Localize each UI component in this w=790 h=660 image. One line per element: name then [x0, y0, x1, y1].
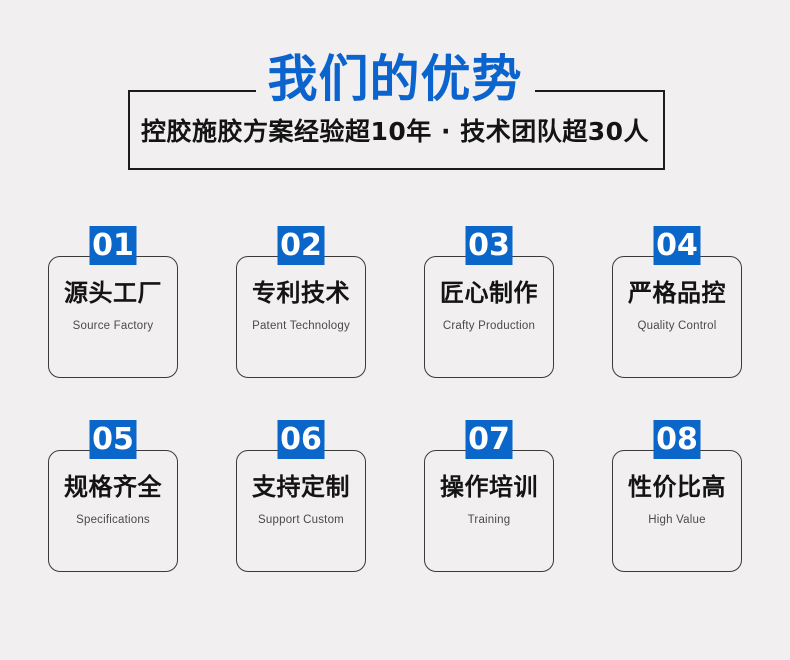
- advantage-card-02[interactable]: 02 专利技术 Patent Technology: [236, 226, 366, 386]
- card-outline: [236, 450, 366, 572]
- card-outline: [48, 256, 178, 378]
- card-title-cn: 规格齐全: [64, 472, 162, 501]
- advantage-card-05[interactable]: 05 规格齐全 Specifications: [48, 420, 178, 580]
- card-outline: [48, 450, 178, 572]
- advantages-row-2: 05 规格齐全 Specifications 06 支持定制 Support C…: [48, 420, 742, 580]
- card-number-badge: 07: [465, 420, 513, 459]
- advantage-card-06[interactable]: 06 支持定制 Support Custom: [236, 420, 366, 580]
- advantages-grid: 01 源头工厂 Source Factory 02 专利技术 Patent Te…: [0, 200, 790, 660]
- card-title-cn: 专利技术: [252, 278, 350, 307]
- card-title-cn: 匠心制作: [440, 278, 538, 307]
- advantage-card-08[interactable]: 08 性价比高 High Value: [612, 420, 742, 580]
- card-title-en: Training: [467, 514, 511, 526]
- advantage-card-04[interactable]: 04 严格品控 Quality Control: [612, 226, 742, 386]
- card-outline: [612, 450, 742, 572]
- page-subtitle: 控胶施胶方案经验超10年 · 技术团队超30人: [141, 117, 649, 146]
- card-title-cn: 严格品控: [628, 278, 726, 307]
- header-banner: 我们的优势 控胶施胶方案经验超10年 · 技术团队超30人: [0, 0, 790, 200]
- advantage-card-01[interactable]: 01 源头工厂 Source Factory: [48, 226, 178, 386]
- advantage-card-03[interactable]: 03 匠心制作 Crafty Production: [424, 226, 554, 386]
- card-title-en: Specifications: [76, 514, 150, 526]
- card-number-badge: 06: [277, 420, 325, 459]
- card-title-en: Crafty Production: [442, 320, 536, 332]
- card-number-badge: 05: [89, 420, 137, 459]
- card-outline: [612, 256, 742, 378]
- card-title-cn: 操作培训: [440, 472, 538, 501]
- card-number-badge: 08: [653, 420, 701, 459]
- card-title-en: Quality Control: [637, 320, 717, 332]
- card-title-cn: 源头工厂: [64, 278, 162, 307]
- card-outline: [236, 256, 366, 378]
- card-outline: [424, 256, 554, 378]
- card-number-badge: 03: [465, 226, 513, 265]
- card-outline: [424, 450, 554, 572]
- card-number-badge: 02: [277, 226, 325, 265]
- card-number-badge: 04: [653, 226, 701, 265]
- card-title-en: Source Factory: [72, 320, 154, 332]
- card-title-cn: 支持定制: [252, 472, 350, 501]
- card-title-en: High Value: [648, 514, 706, 526]
- advantage-card-07[interactable]: 07 操作培训 Training: [424, 420, 554, 580]
- advantages-row-1: 01 源头工厂 Source Factory 02 专利技术 Patent Te…: [48, 226, 742, 386]
- card-title-en: Patent Technology: [252, 320, 350, 332]
- card-title-en: Support Custom: [258, 514, 344, 526]
- card-title-cn: 性价比高: [628, 472, 726, 501]
- card-number-badge: 01: [89, 226, 137, 265]
